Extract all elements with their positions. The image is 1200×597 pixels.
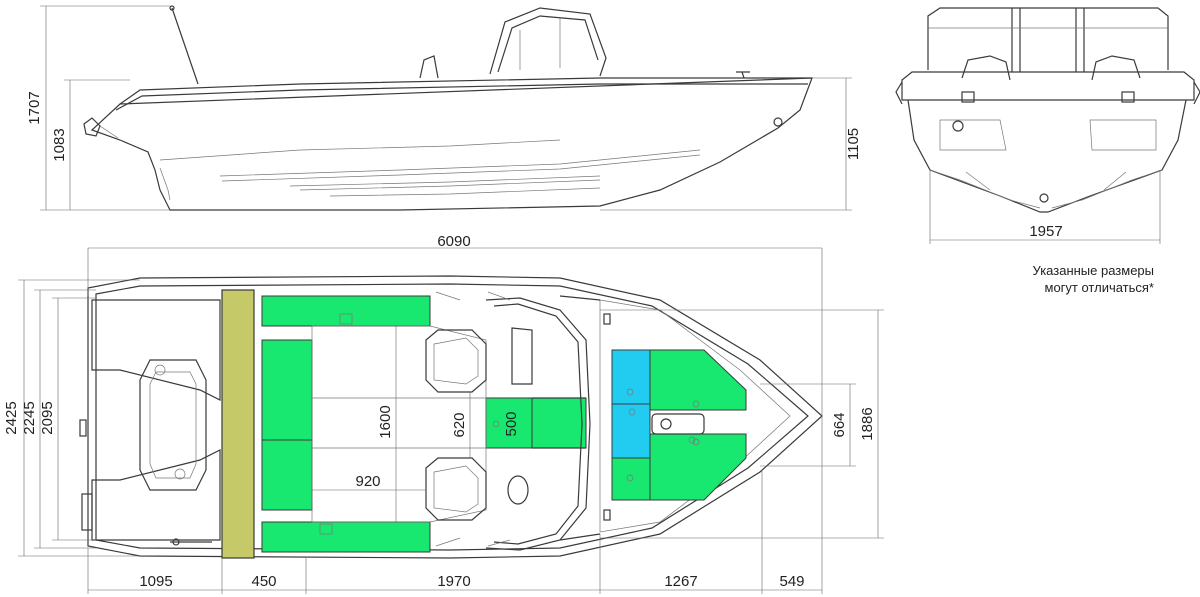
dim-height-side: 1083	[51, 128, 68, 161]
dim-bench-450: 450	[251, 573, 276, 590]
disclaimer-line-2: могут отличаться*	[1044, 280, 1154, 295]
side-view	[40, 5, 852, 211]
dim-width-2245: 2245	[21, 401, 38, 434]
dim-cockpit-920: 920	[355, 473, 380, 490]
dim-width-2095: 2095	[39, 401, 56, 434]
dim-width-2425: 2425	[3, 401, 20, 434]
dim-bow-664: 664	[831, 412, 848, 437]
dim-bow-549: 549	[779, 573, 804, 590]
front-view	[895, 7, 1200, 244]
dim-height-total: 1707	[26, 91, 43, 124]
dim-seat-gap-620: 620	[451, 412, 468, 437]
top-view	[18, 247, 884, 594]
dim-cockpit-1970: 1970	[437, 573, 470, 590]
dim-width-front: 1957	[1029, 223, 1062, 240]
dim-bow-width-1886: 1886	[859, 407, 876, 440]
dim-cockpit-width-1600: 1600	[377, 405, 394, 438]
dim-deck-1267: 1267	[664, 573, 697, 590]
dim-height-bow: 1105	[845, 128, 862, 160]
dim-aft-1095: 1095	[139, 573, 172, 590]
dim-length-overall: 6090	[437, 233, 470, 250]
dimensions-disclaimer: Указанные размеры могут отличаться*	[954, 262, 1154, 296]
disclaimer-line-1: Указанные размеры	[1032, 263, 1154, 278]
dim-box-500: 500	[503, 411, 520, 436]
